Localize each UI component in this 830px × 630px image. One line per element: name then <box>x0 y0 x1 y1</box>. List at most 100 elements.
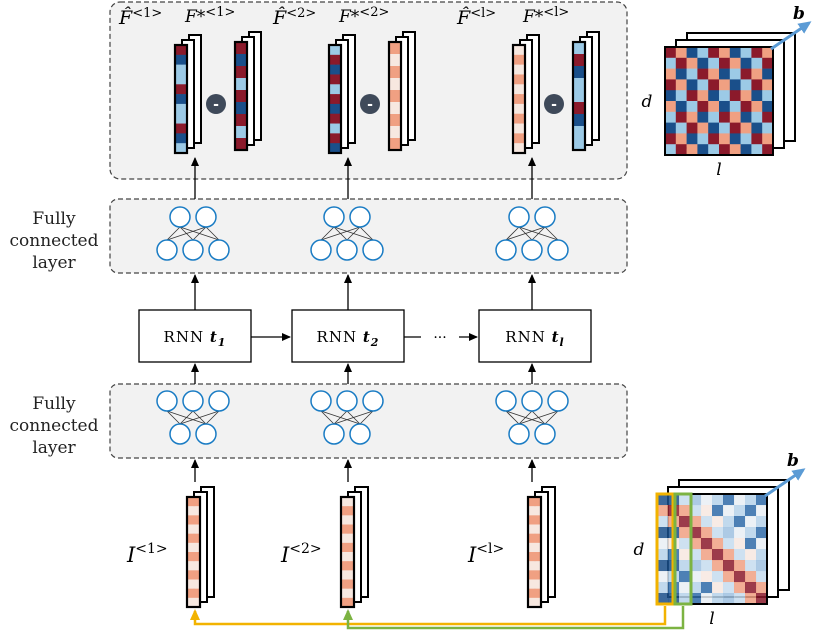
fc-connection <box>505 226 520 241</box>
cube-cell <box>719 90 731 102</box>
cube-cell <box>751 79 763 91</box>
cube-cell <box>719 68 731 80</box>
cube-cell <box>679 571 691 583</box>
vector-cell <box>528 515 541 525</box>
vector-cell <box>528 524 541 534</box>
neuron-node <box>495 239 517 261</box>
vector-cell <box>389 78 401 91</box>
vector-cell <box>187 552 200 562</box>
neuron-node <box>182 390 204 412</box>
input-label-2: I<2> <box>280 541 322 567</box>
cube-cell <box>719 47 731 59</box>
cube-cell <box>675 57 687 69</box>
neuron-node <box>349 423 371 445</box>
cube-cell <box>740 122 752 134</box>
cube-cell <box>723 549 735 561</box>
fc-connection <box>359 410 374 425</box>
cube-cell <box>723 527 735 539</box>
cube-cell <box>697 68 709 80</box>
cube-cell <box>756 560 768 572</box>
cube-cell <box>740 68 752 80</box>
cube-cell <box>756 494 768 506</box>
vector-cell <box>528 570 541 580</box>
cube-cell <box>657 560 669 572</box>
cube-d-label: d <box>634 540 645 560</box>
vector-cell <box>513 133 525 144</box>
cube-cell <box>690 560 702 572</box>
cube-cell <box>756 538 768 550</box>
neuron-node <box>195 423 217 445</box>
cube-cell <box>745 549 757 561</box>
vector-cell <box>175 74 187 85</box>
fc-connection <box>359 226 374 241</box>
cube-cell <box>679 527 691 539</box>
neuron-node <box>208 239 230 261</box>
vector-cell <box>187 570 200 580</box>
cube-cell <box>740 57 752 69</box>
vector-cell <box>528 588 541 599</box>
vector-cell <box>573 42 585 55</box>
vector-frame <box>327 43 343 155</box>
fc-connection <box>166 226 207 241</box>
vector-cell <box>175 143 187 154</box>
vector-cell <box>341 561 354 571</box>
neuron-node <box>323 206 345 228</box>
cube-cell <box>745 560 757 572</box>
vector-cell <box>341 506 354 516</box>
neuron-node <box>521 390 543 412</box>
cube-cell <box>762 68 774 80</box>
cube-cell <box>675 68 687 80</box>
vector-cell <box>389 42 401 55</box>
vector-cell <box>235 102 247 115</box>
cube-cell <box>762 47 774 59</box>
cube-cell <box>756 516 768 528</box>
neuron-node <box>349 206 371 228</box>
vector-cell <box>389 138 401 151</box>
cube-cell <box>697 122 709 134</box>
cube-cell <box>729 133 741 145</box>
vector-cell <box>573 66 585 79</box>
vector-cell <box>175 123 187 134</box>
neuron-node <box>495 390 517 412</box>
cube-cell <box>734 494 746 506</box>
cube-cell <box>740 79 752 91</box>
vector-cell <box>573 126 585 139</box>
cube-cell <box>723 582 735 594</box>
vector-cell <box>329 143 341 154</box>
vector-cell <box>329 64 341 75</box>
cube-cell <box>708 68 720 80</box>
cube-cell <box>657 494 669 506</box>
cube-cell <box>712 571 724 583</box>
cube-cell <box>756 582 768 594</box>
cube-cell <box>729 122 741 134</box>
minus-operator-icon <box>544 94 564 114</box>
vector-cell <box>329 113 341 124</box>
cube-cell <box>734 560 746 572</box>
vector-cell <box>528 506 541 516</box>
cube-cell <box>712 538 724 550</box>
cube-cell <box>697 101 709 113</box>
cube-cell <box>665 133 677 145</box>
fc-connection <box>166 410 181 425</box>
cube-cell <box>675 111 687 123</box>
vector-cell <box>235 126 247 139</box>
cube-cell <box>690 494 702 506</box>
neuron-node <box>508 423 530 445</box>
fc-network-top-3 <box>495 206 569 261</box>
cube-cell <box>697 47 709 59</box>
cube-cell <box>679 505 691 517</box>
pred-vector-2 <box>327 34 356 155</box>
cube-cell <box>719 57 731 69</box>
cube-cell <box>745 527 757 539</box>
cube-cell <box>708 133 720 145</box>
cube-cell <box>719 101 731 113</box>
vector-cell <box>341 497 354 507</box>
cube-cell <box>665 68 677 80</box>
cube-cell <box>762 122 774 134</box>
rnn-cell-label-2: RNN t2 <box>317 328 380 349</box>
vector-cell <box>341 552 354 562</box>
target-label-2: F*<2> <box>338 5 389 27</box>
minus-symbol: - <box>551 97 557 113</box>
fc-label-bottom-line1: Fully <box>32 394 76 414</box>
cube-cell <box>697 133 709 145</box>
